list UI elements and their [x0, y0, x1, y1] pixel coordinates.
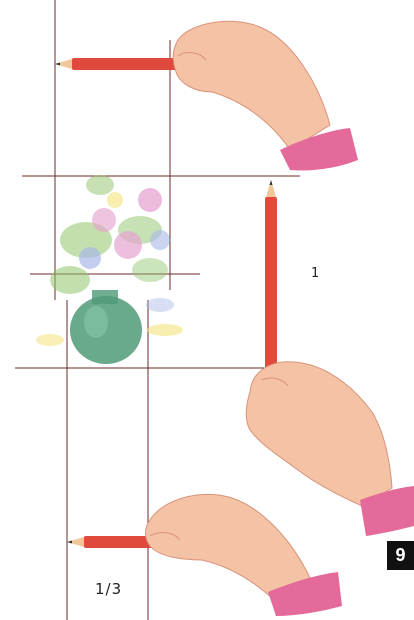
figure-number-badge: 9 — [387, 541, 414, 570]
hand-holding-pencil-top — [55, 21, 358, 170]
proportion-label-third: 1/3 — [95, 580, 122, 598]
hand-holding-pencil-vertical — [246, 180, 414, 536]
flower-vase-painting — [36, 175, 183, 364]
proportion-label-whole: 1 — [311, 266, 319, 281]
